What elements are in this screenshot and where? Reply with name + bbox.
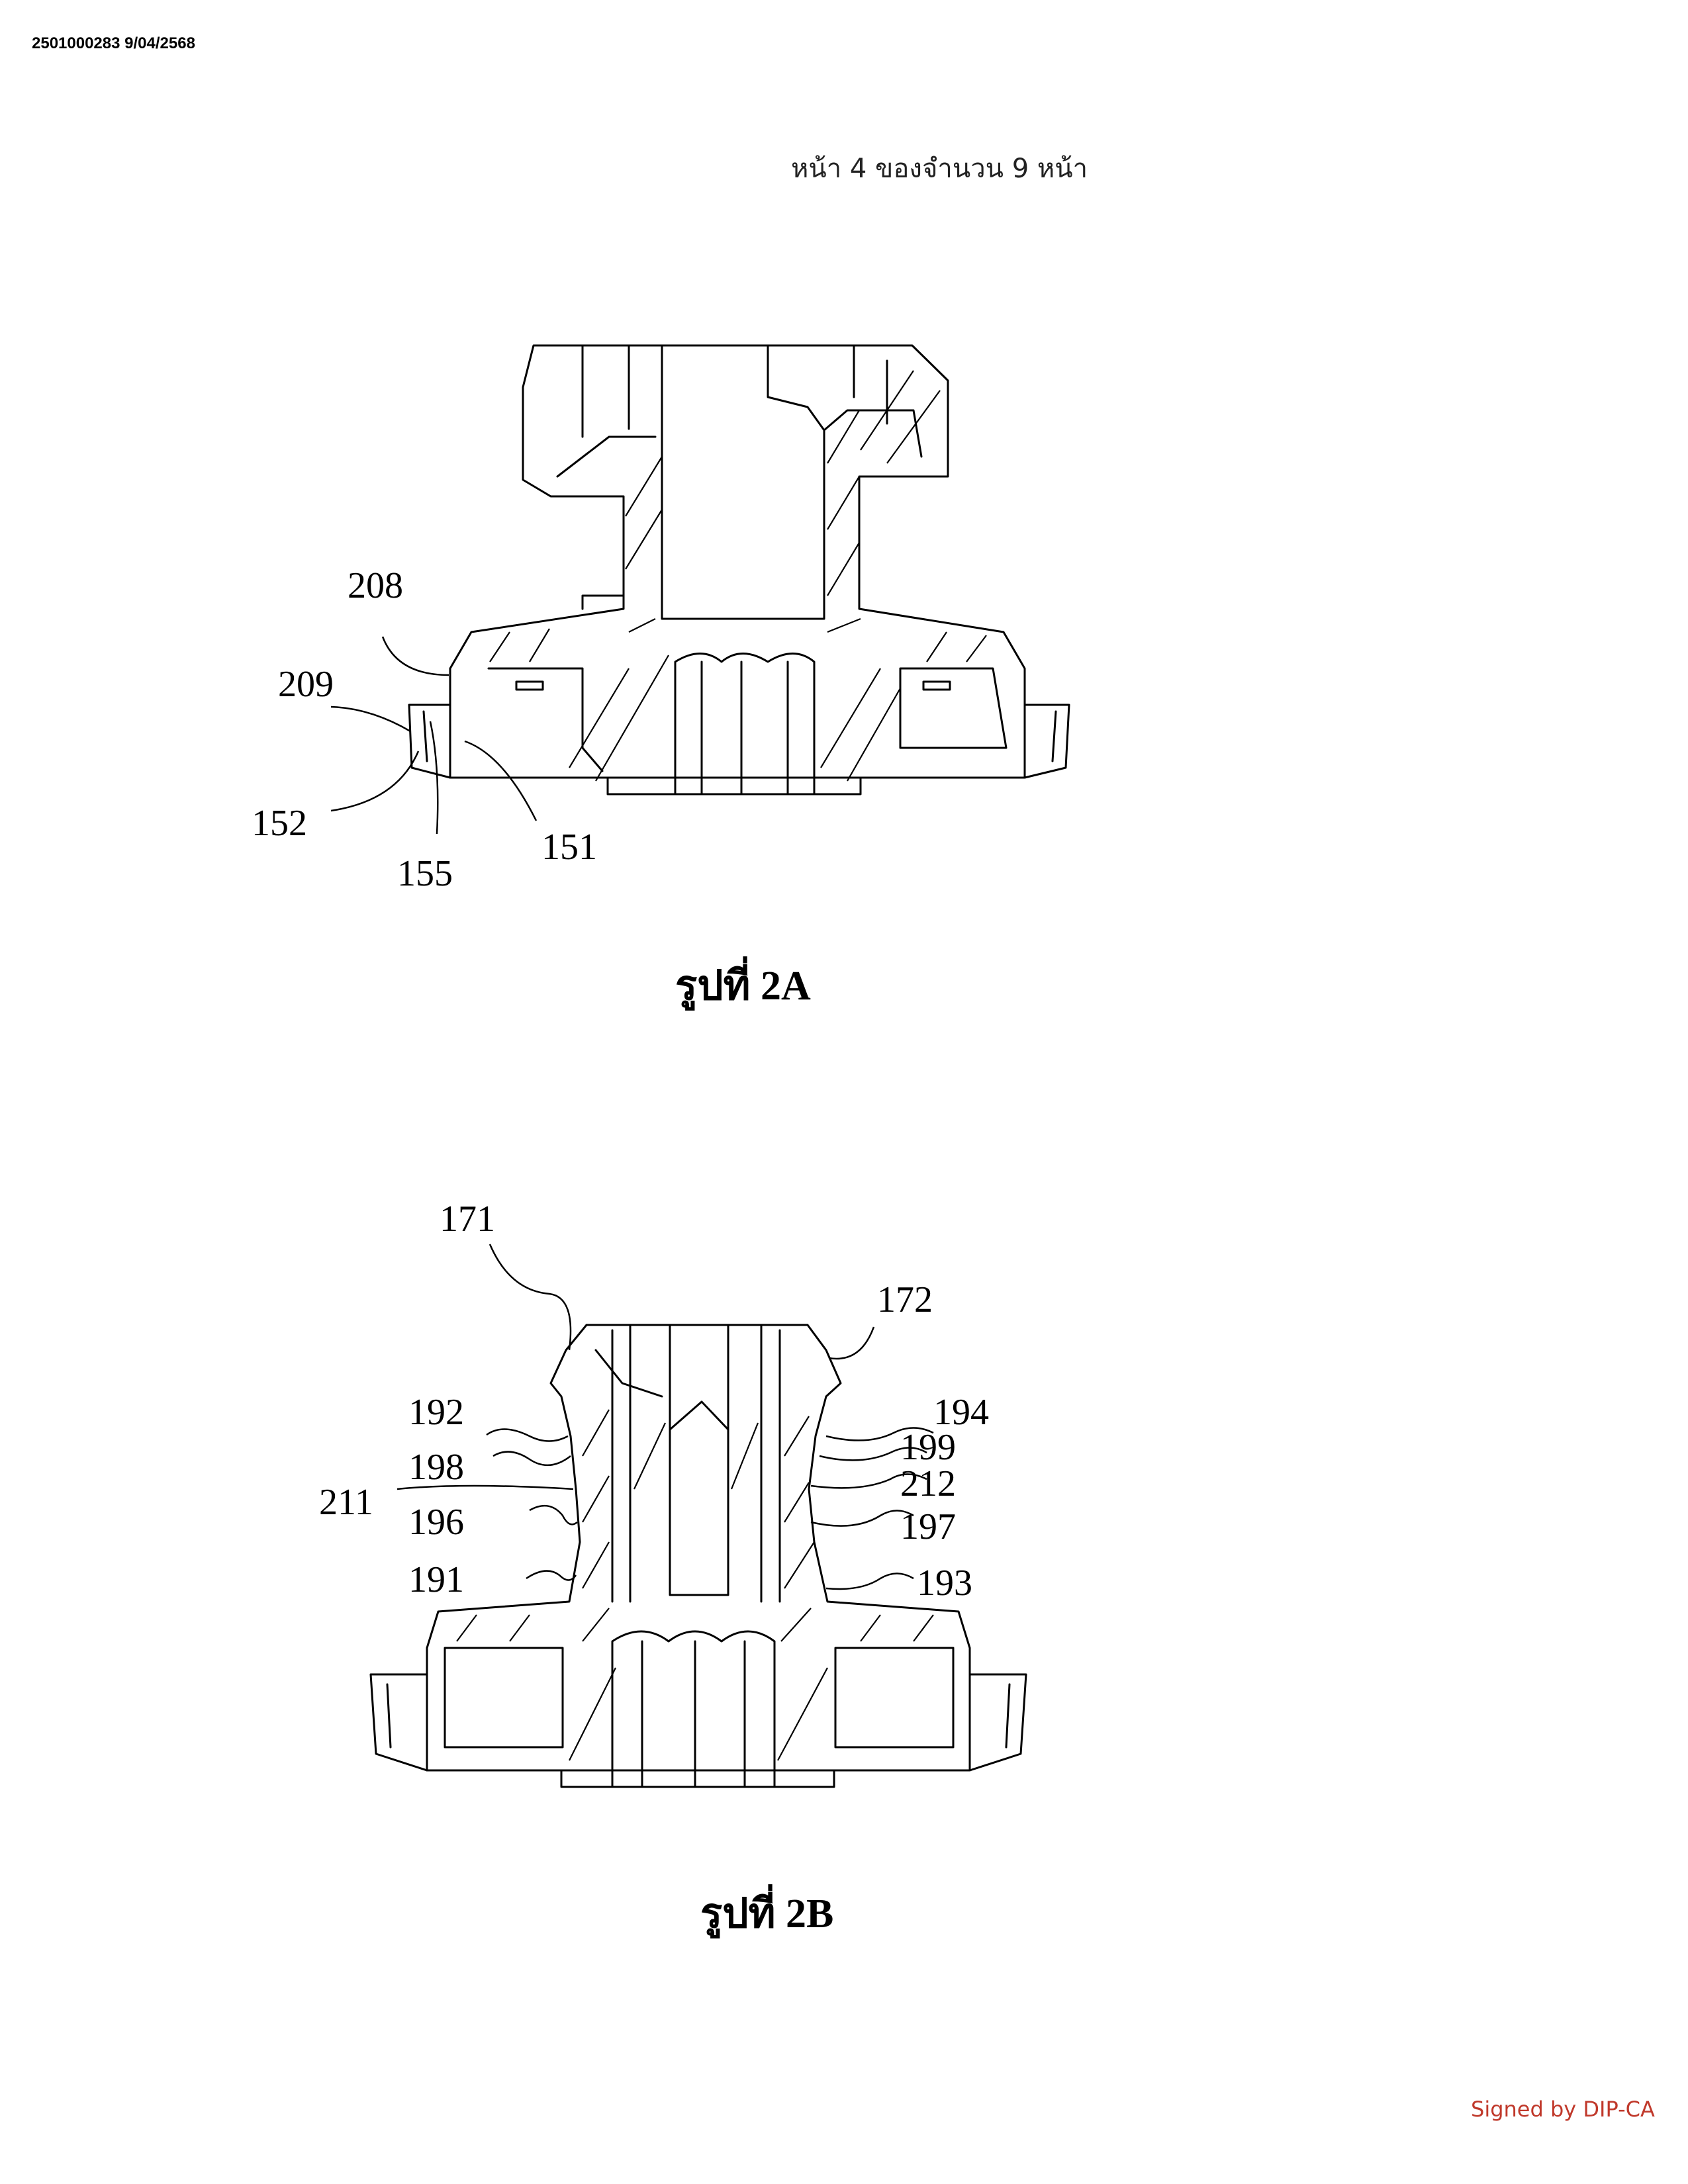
- label-171: 171: [440, 1199, 495, 1240]
- label-155: 155: [397, 853, 453, 894]
- figure-2a-caption: รูปที่ 2A: [675, 964, 811, 1009]
- signature-stamp: Signed by DIP-CA: [1471, 2097, 1655, 2122]
- document-id: 2501000283 9/04/2568: [32, 34, 195, 52]
- label-196: 196: [408, 1502, 464, 1543]
- label-209: 209: [278, 664, 334, 705]
- label-191: 191: [408, 1559, 464, 1600]
- label-172: 172: [877, 1279, 933, 1320]
- label-151: 151: [541, 827, 597, 868]
- figure-2a-drawing: 208 209 152 155 151: [252, 344, 1070, 894]
- label-152: 152: [252, 803, 307, 844]
- label-198: 198: [408, 1447, 464, 1488]
- label-193: 193: [917, 1563, 972, 1604]
- label-208: 208: [348, 565, 403, 606]
- figure-2b-caption: รูปที่ 2B: [700, 1891, 834, 1936]
- label-192: 192: [408, 1392, 464, 1433]
- label-197: 197: [900, 1506, 956, 1547]
- label-199: 199: [900, 1427, 956, 1468]
- label-194: 194: [933, 1392, 989, 1433]
- page-number: หน้า 4 ของจำนวน 9 หน้า: [791, 154, 1088, 184]
- label-211: 211: [319, 1482, 373, 1523]
- figure-2b-drawing: 171 172 192 194 198 199 211 212 196 197 …: [319, 1199, 1027, 1788]
- label-212: 212: [900, 1463, 956, 1504]
